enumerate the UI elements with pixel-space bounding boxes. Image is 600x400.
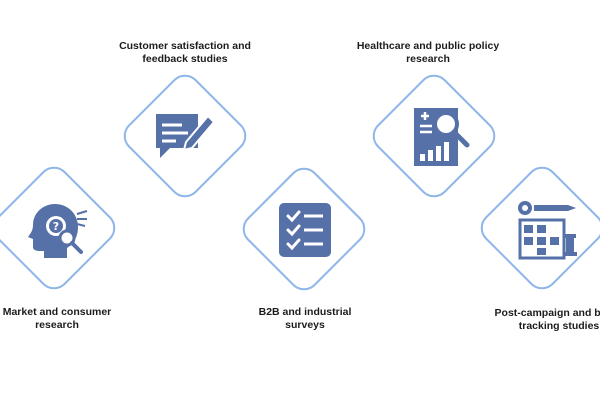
checklist-icon	[279, 203, 331, 257]
strategy-board-icon	[518, 201, 577, 260]
report-magnifier-icon	[414, 108, 470, 166]
svg-text:?: ?	[53, 220, 59, 233]
market-research-label: Market and consumer research	[2, 306, 112, 331]
feedback-speech-bubble-pen-icon	[156, 114, 216, 158]
head-question-magnifier-icon: ?	[28, 204, 88, 258]
b2b-surveys-label: B2B and industrial surveys	[258, 306, 352, 331]
customer-feedback-label: Customer satisfaction and feedback studi…	[119, 40, 251, 65]
healthcare-research-label: Healthcare and public policy research	[356, 40, 500, 65]
post-campaign-label: Post-campaign and brand tracking studies	[494, 307, 600, 332]
